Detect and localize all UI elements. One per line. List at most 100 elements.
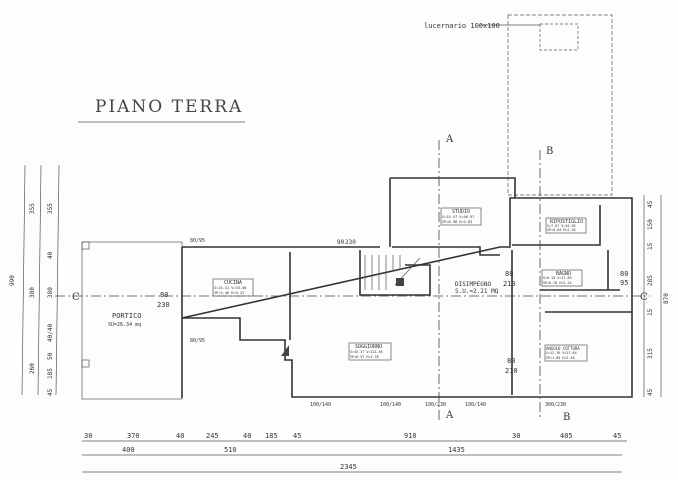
svg-text:80: 80 — [620, 270, 628, 278]
bottom-dims-row2: 400 510 1435 2345 — [122, 446, 465, 471]
svg-text:S.U.=2.21 MQ: S.U.=2.21 MQ — [455, 288, 499, 295]
svg-text:210: 210 — [505, 367, 518, 375]
svg-text:CUCINA: CUCINA — [224, 280, 242, 286]
svg-text:S=15.31 V=33.46: S=15.31 V=33.46 — [214, 286, 246, 290]
svg-text:40: 40 — [47, 251, 54, 259]
left-dims: 990 355 380 260 355 40 380 40/40 50 185 … — [9, 203, 54, 396]
svg-text:355: 355 — [47, 203, 54, 214]
stair-wall — [359, 250, 431, 296]
svg-text:230: 230 — [157, 301, 170, 309]
svg-text:ANGOLO COTTURA: ANGOLO COTTURA — [546, 346, 580, 351]
interior-walls — [511, 205, 632, 395]
svg-text:1435: 1435 — [448, 446, 465, 454]
room-cucina: CUCINA S=15.31 V=33.46 SP=3.46 H=3.22 — [212, 278, 254, 297]
svg-text:S=6.15 V=17.83: S=6.15 V=17.83 — [543, 276, 572, 280]
svg-text:285: 285 — [647, 275, 654, 286]
svg-text:BAGNO: BAGNO — [556, 271, 571, 277]
study-wall — [389, 177, 516, 247]
svg-text:DISIMPEGNO: DISIMPEGNO — [455, 281, 492, 288]
svg-text:40: 40 — [243, 432, 251, 440]
svg-text:380: 380 — [47, 287, 54, 298]
svg-text:STUDIO: STUDIO — [452, 209, 470, 215]
svg-text:870: 870 — [663, 293, 670, 304]
column — [81, 359, 90, 368]
svg-text:45: 45 — [647, 388, 654, 396]
svg-text:245: 245 — [206, 432, 219, 440]
svg-text:SP=3.46 H=3.22: SP=3.46 H=3.22 — [214, 291, 244, 295]
svg-text:45: 45 — [647, 200, 654, 208]
section-a-top: A — [445, 134, 454, 145]
svg-text:30: 30 — [84, 432, 92, 440]
svg-text:230: 230 — [345, 239, 356, 246]
svg-text:405: 405 — [560, 432, 573, 440]
svg-text:185: 185 — [265, 432, 278, 440]
svg-text:150: 150 — [647, 219, 654, 230]
skylight-label: lucernario 100x100 — [424, 22, 500, 30]
svg-text:40/40: 40/40 — [47, 324, 54, 342]
skylight-outline — [507, 14, 613, 196]
svg-text:50: 50 — [47, 352, 54, 360]
portico-outline — [81, 241, 183, 400]
svg-text:380: 380 — [29, 287, 36, 298]
svg-text:185: 185 — [47, 368, 54, 379]
svg-text:SP=1.85 H=2.54: SP=1.85 H=2.54 — [546, 356, 575, 360]
svg-text:90: 90 — [337, 239, 345, 246]
svg-text:45: 45 — [293, 432, 301, 440]
svg-text:990: 990 — [9, 275, 16, 286]
svg-text:SP=0.64 H=2.26: SP=0.64 H=2.26 — [547, 228, 576, 232]
svg-text:SP=6.57 H=2.78: SP=6.57 H=2.78 — [350, 355, 379, 359]
svg-text:100/140: 100/140 — [310, 402, 331, 408]
svg-text:100/140: 100/140 — [465, 402, 486, 408]
right-dims: 45 150 15 285 15 315 45 870 — [647, 200, 670, 396]
svg-text:S=12.76 V=27.64: S=12.76 V=27.64 — [546, 351, 577, 355]
left-dimension-lines — [21, 164, 60, 396]
svg-text:SP=6.98 H=2.63: SP=6.98 H=2.63 — [442, 220, 472, 224]
room-angolo-cottura: ANGOLO COTTURA S=12.76 V=27.64 SP=1.85 H… — [544, 344, 588, 362]
svg-text:510: 510 — [224, 446, 237, 454]
svg-text:30: 30 — [512, 432, 520, 440]
svg-text:S=15.57 V=40.97: S=15.57 V=40.97 — [442, 215, 474, 219]
room-bagno: BAGNO S=6.15 V=17.83 SP=0.78 H=2.24 — [541, 269, 583, 287]
svg-text:SOGGIORNO: SOGGIORNO — [355, 344, 382, 350]
section-b-top: B — [546, 146, 553, 157]
staircase — [364, 255, 421, 290]
svg-text:S=45.17 V=121.65: S=45.17 V=121.65 — [350, 350, 383, 354]
section-b-bottom: B — [563, 412, 570, 423]
room-ripostiglio: RIPOSTIGLIO S=7.07 V=15.95 SP=0.64 H=2.2… — [545, 217, 587, 234]
column — [81, 241, 90, 250]
exterior-wall — [181, 197, 633, 398]
plan-title: PIANO TERRA — [95, 97, 243, 117]
svg-text:80: 80 — [507, 357, 515, 365]
room-disimpegno: DISIMPEGNO S.U.=2.21 MQ — [455, 281, 499, 295]
svg-text:RIPOSTIGLIO: RIPOSTIGLIO — [550, 219, 583, 225]
right-dimension-lines — [643, 195, 662, 397]
svg-text:100/140: 100/140 — [380, 402, 401, 408]
stair-mark — [281, 345, 289, 356]
svg-text:400: 400 — [122, 446, 135, 454]
svg-text:45: 45 — [613, 432, 621, 440]
svg-text:40: 40 — [176, 432, 184, 440]
svg-text:95: 95 — [620, 279, 628, 287]
room-studio: STUDIO S=15.57 V=40.97 SP=6.98 H=2.63 — [440, 207, 482, 226]
svg-text:45: 45 — [47, 388, 54, 396]
svg-text:315: 315 — [647, 348, 654, 359]
skylight-box — [539, 23, 579, 51]
portico-name: PORTICO — [112, 312, 142, 320]
svg-text:S=7.07 V=15.95: S=7.07 V=15.95 — [547, 224, 576, 228]
svg-text:910: 910 — [404, 432, 417, 440]
svg-text:210: 210 — [503, 280, 516, 288]
svg-text:100/230: 100/230 — [425, 402, 446, 408]
svg-text:SP=0.78 H=2.24: SP=0.78 H=2.24 — [543, 281, 572, 285]
svg-text:80: 80 — [505, 270, 513, 278]
svg-text:370: 370 — [127, 432, 140, 440]
svg-text:355: 355 — [29, 203, 36, 214]
bottom-dims-row1: 30 370 40 245 40 185 45 910 30 405 45 — [84, 432, 621, 440]
svg-text:15: 15 — [647, 308, 654, 316]
bottom-dimension-lines — [82, 440, 627, 473]
svg-text:15: 15 — [647, 242, 654, 250]
portico-area: SU=26.34 mq — [108, 322, 141, 328]
section-a-bottom: A — [445, 410, 454, 421]
